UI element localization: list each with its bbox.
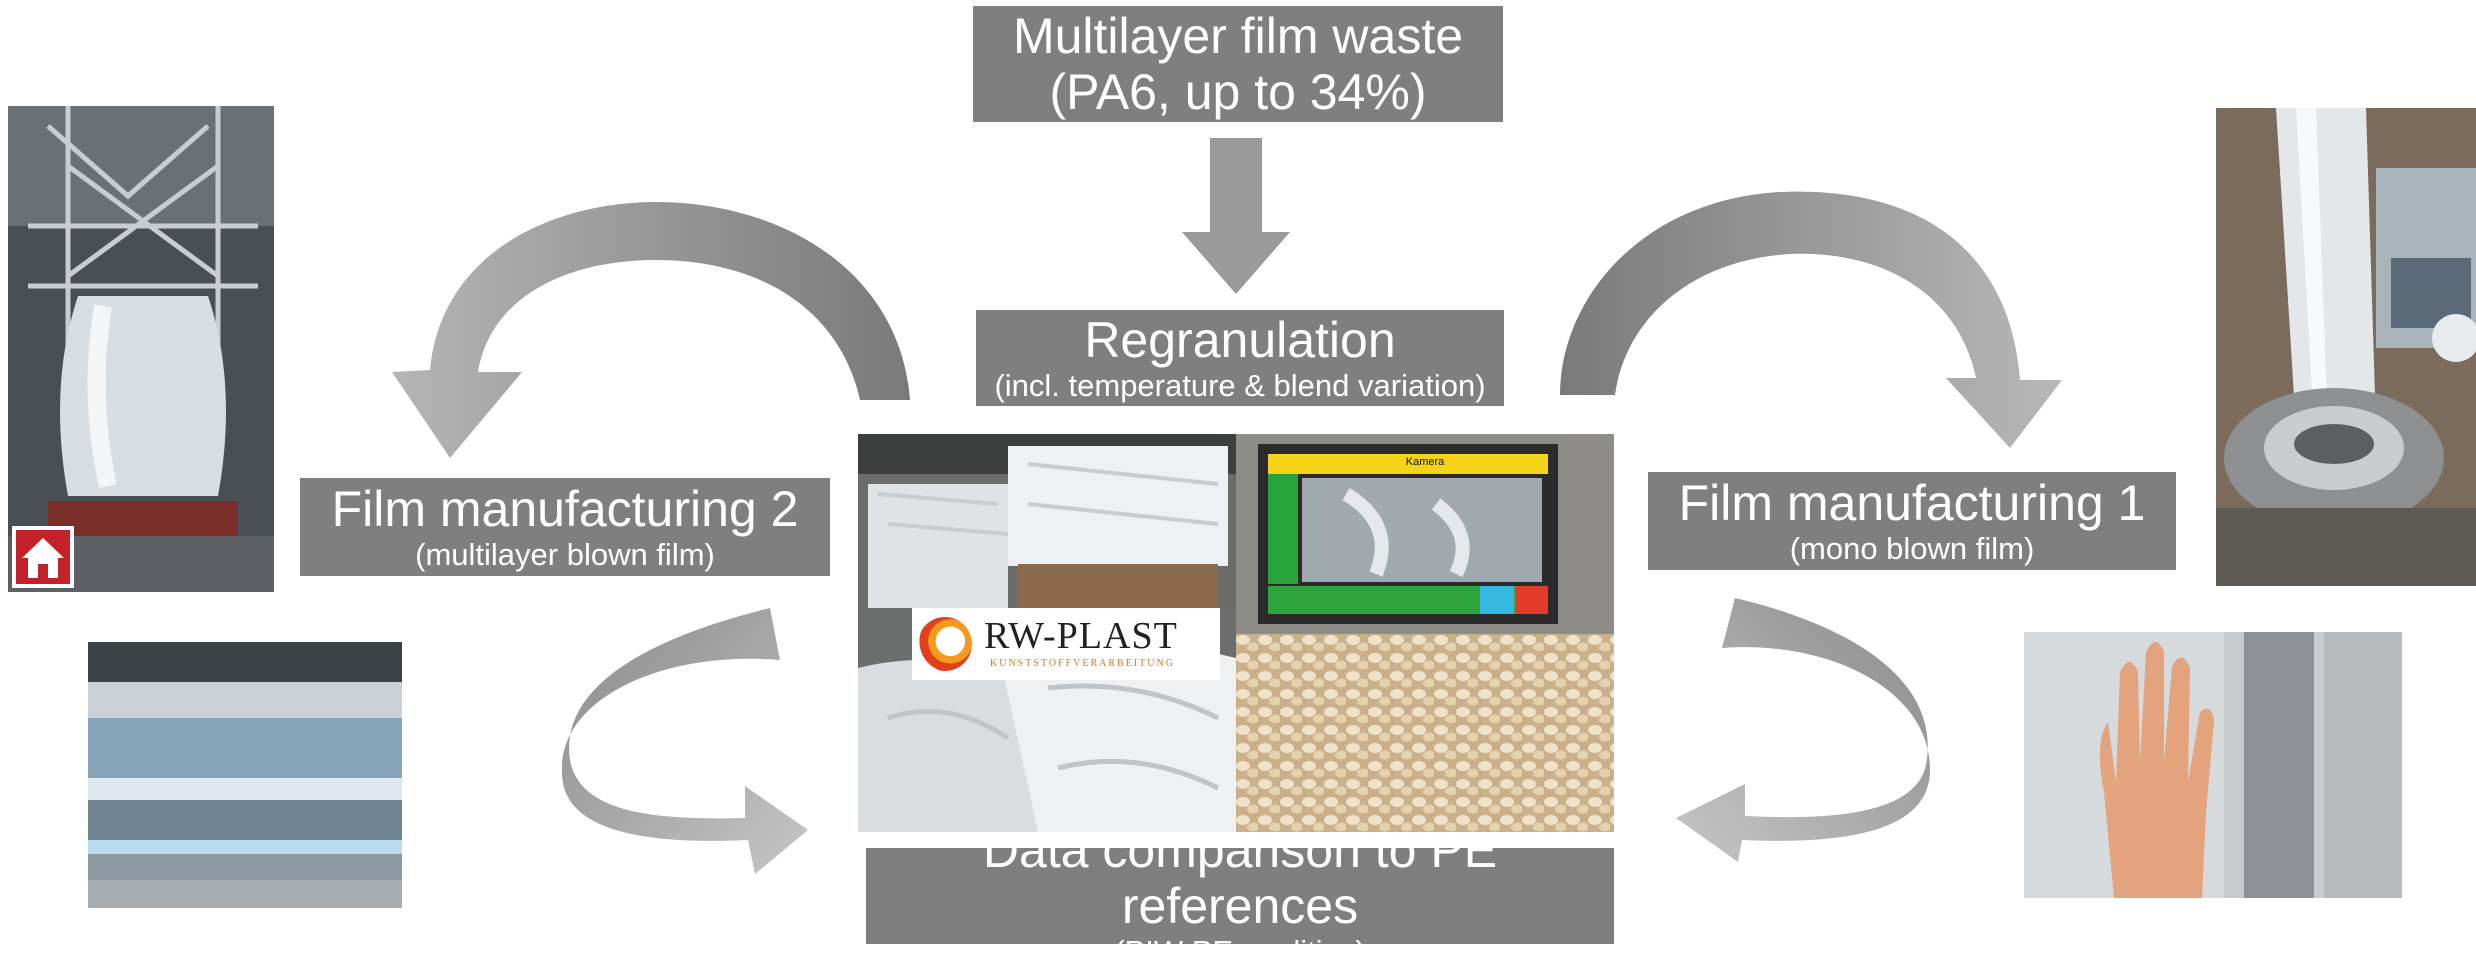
regranulation-box: Regranulation (incl. temperature & blend… xyxy=(976,310,1504,406)
waste-box: Multilayer film waste (PA6, up to 34%) xyxy=(973,6,1503,122)
down-arrow-icon xyxy=(1182,138,1290,294)
blown-film-tower-photo xyxy=(8,106,274,592)
data-comparison-box: Data comparison to PE references (PIW PE… xyxy=(866,822,1614,969)
screen-header: Kamera xyxy=(1405,456,1445,468)
curved-arrow-icon-top-left xyxy=(392,201,910,458)
mono-film-die-photo xyxy=(2216,108,2476,586)
data-comparison-subtitle: (PIW PE qualities) xyxy=(1114,934,1366,969)
film-manufacturing-2-box: Film manufacturing 2 (multilayer blown f… xyxy=(300,478,830,576)
film1-title: Film manufacturing 1 xyxy=(1678,475,2146,531)
regranulation-title: Regranulation xyxy=(1084,312,1396,368)
extruder-screen-photo: Kamera xyxy=(1236,434,1614,634)
logo-subtitle: KUNSTSTOFFVERARBEITUNG xyxy=(990,658,1175,669)
waste-title: Multilayer film waste xyxy=(1012,8,1464,64)
data-comparison-title: Data comparison to PE references xyxy=(982,822,1498,934)
film2-title: Film manufacturing 2 xyxy=(331,481,799,537)
curved-arrow-icon-bottom-left xyxy=(561,608,808,874)
film1-subtitle: (mono blown film) xyxy=(1789,531,2035,566)
diagram-arrows xyxy=(392,138,2062,874)
film-transparency-photo xyxy=(2024,632,2402,898)
film-manufacturing-1-box: Film manufacturing 1 (mono blown film) xyxy=(1648,472,2176,570)
rw-plast-logo: RW-PLAST KUNSTSTOFFVERARBEITUNG xyxy=(912,608,1220,680)
film2-subtitle: (multilayer blown film) xyxy=(415,537,715,572)
waste-bales-photo xyxy=(858,434,1236,608)
rw-plast-logo-mark xyxy=(918,617,972,671)
curved-arrow-icon-bottom-right xyxy=(1676,598,1930,862)
logo-name: RW-PLAST xyxy=(984,615,1178,657)
waste-subtitle: (PA6, up to 34%) xyxy=(1049,64,1427,120)
curved-arrow-icon-top-right xyxy=(1560,191,2062,449)
film-rollers-photo xyxy=(88,642,402,908)
regranulation-subtitle: (incl. temperature & blend variation) xyxy=(994,368,1486,403)
regranulate-pellets-photo xyxy=(1236,634,1614,832)
